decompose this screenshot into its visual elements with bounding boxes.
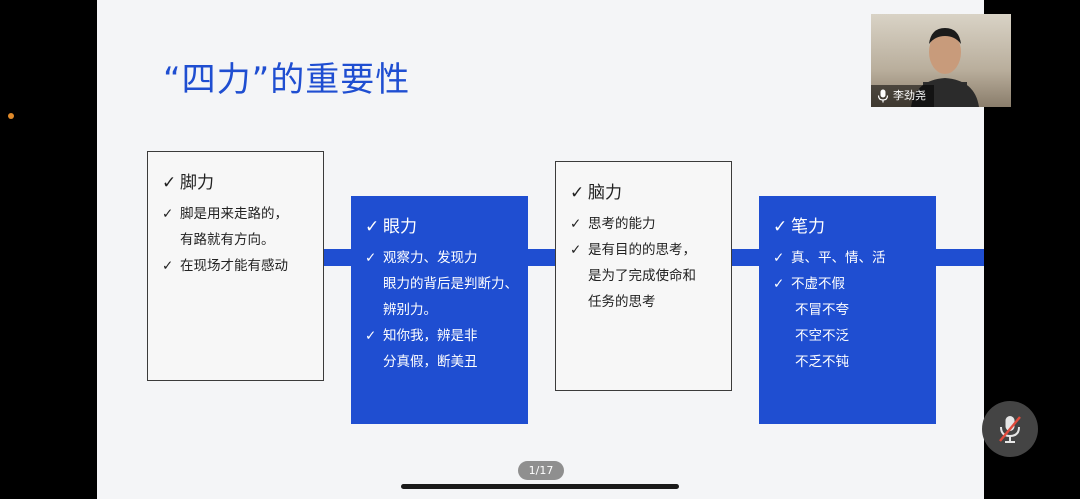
checkmark-icon: ✓ (773, 250, 785, 266)
page-indicator: 1/17 (518, 461, 564, 480)
participant-nameplate: 李劲尧 (871, 85, 934, 107)
card-naoli: ✓脑力 ✓思考的能力 ✓是有目的的思考， 是为了完成使命和 任务的思考 (555, 161, 732, 391)
checkmark-icon: ✓ (365, 250, 377, 266)
mic-icon (877, 89, 889, 103)
checkmark-icon: ✓ (570, 183, 585, 203)
mic-muted-icon (999, 416, 1021, 443)
home-indicator[interactable] (401, 484, 679, 489)
participant-video[interactable]: 李劲尧 (871, 14, 1011, 107)
checkmark-icon: ✓ (773, 276, 785, 292)
mute-button[interactable] (982, 401, 1038, 457)
presentation-slide[interactable]: “四力”的重要性 ✓脚力 ✓脚是用来走路的， 有路就有方向。 ✓在现场才能有感动… (97, 0, 984, 499)
checkmark-icon: ✓ (570, 216, 582, 232)
checkmark-icon: ✓ (162, 206, 174, 222)
participant-name: 李劲尧 (893, 89, 926, 102)
slide-title: “四力”的重要性 (163, 60, 411, 100)
checkmark-icon: ✓ (773, 217, 788, 237)
card-yanli: ✓眼力 ✓观察力、发现力 眼力的背后是判断力、 辨别力。 ✓知你我，辨是非 分真… (351, 196, 528, 424)
checkmark-icon: ✓ (162, 258, 174, 274)
checkmark-icon: ✓ (162, 173, 177, 193)
status-dot (8, 113, 14, 119)
checkmark-icon: ✓ (365, 217, 380, 237)
checkmark-icon: ✓ (365, 328, 377, 344)
checkmark-icon: ✓ (570, 242, 582, 258)
card-jiaoli: ✓脚力 ✓脚是用来走路的， 有路就有方向。 ✓在现场才能有感动 (147, 151, 324, 381)
card-bili: ✓笔力 ✓真、平、情、活 ✓不虚不假 不冒不夸 不空不泛 不乏不钝 (759, 196, 936, 424)
